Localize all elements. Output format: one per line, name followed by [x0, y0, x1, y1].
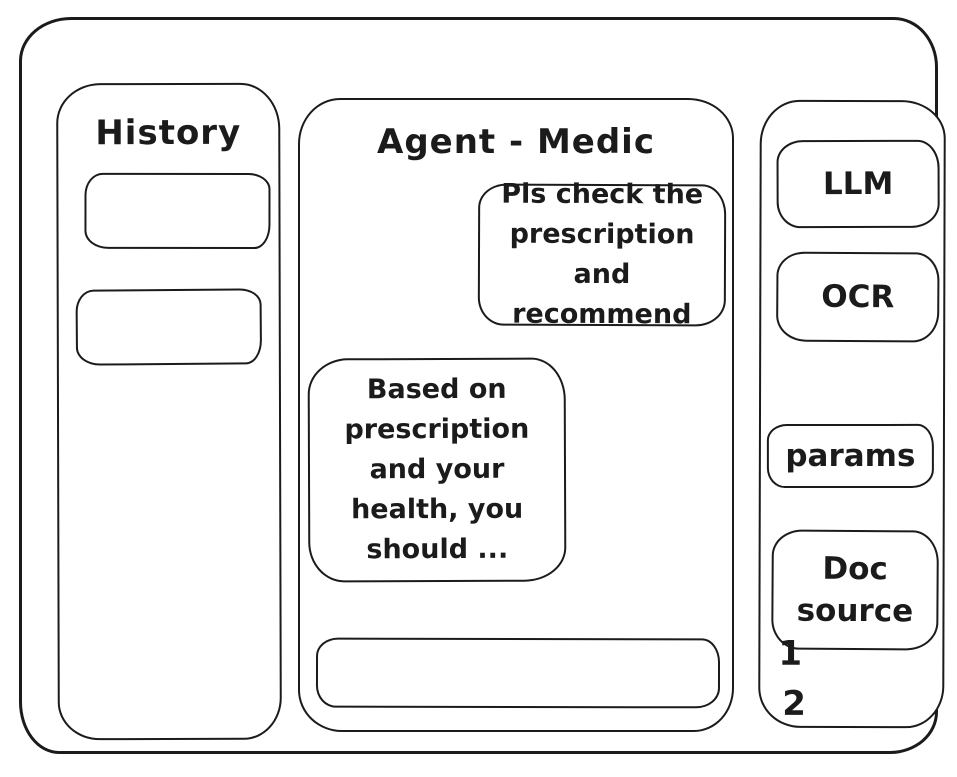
history-panel: History: [56, 82, 282, 741]
chat-panel: Agent - Medic Pls check the prescription…: [298, 98, 734, 732]
doc-source-button[interactable]: Doc source: [771, 529, 939, 651]
user-message-bubble: Pls check the prescription and recommend: [477, 179, 727, 330]
assistant-message-bubble: Based on prescription and your health, y…: [307, 357, 567, 583]
app-frame: History Agent - Medic Pls check the pres…: [19, 17, 946, 754]
llm-button-label: LLM: [822, 165, 894, 203]
history-item[interactable]: [75, 288, 263, 366]
doc-source-button-label: Doc source: [796, 550, 914, 630]
history-item[interactable]: [84, 172, 271, 250]
doc-source-item-1[interactable]: 1: [778, 633, 803, 674]
tools-panel: LLM OCR params Doc source 1 2: [758, 99, 946, 729]
assistant-message-text: Based on prescription and your health, y…: [344, 373, 530, 566]
ocr-button-label: OCR: [821, 278, 895, 316]
history-title: History: [95, 112, 242, 154]
params-button[interactable]: params: [766, 423, 934, 489]
message-input[interactable]: [315, 637, 721, 709]
params-button-label: params: [785, 437, 916, 475]
llm-button[interactable]: LLM: [776, 139, 940, 229]
doc-source-item-2[interactable]: 2: [782, 683, 806, 724]
page-title: Agent - Medic: [377, 122, 655, 162]
user-message-text: Pls check the prescription and recommend: [501, 178, 704, 331]
ocr-button[interactable]: OCR: [776, 251, 940, 343]
